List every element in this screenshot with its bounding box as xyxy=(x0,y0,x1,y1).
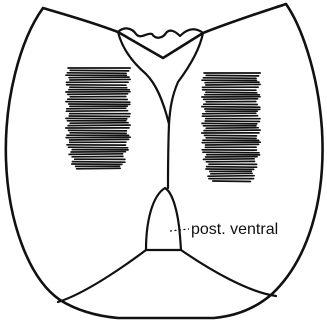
hatch-stroke xyxy=(206,84,260,85)
hatch-stroke xyxy=(205,135,257,136)
hatch-stroke xyxy=(67,108,126,109)
hatch-stroke xyxy=(77,168,121,169)
hatch-stroke xyxy=(203,152,259,153)
hatch-stroke xyxy=(67,73,126,74)
hatch-stroke xyxy=(206,128,258,129)
left-ventral-line xyxy=(58,250,146,302)
hatch-stroke xyxy=(204,130,260,131)
shell-outline xyxy=(6,4,323,318)
dorsal-plate xyxy=(118,28,203,124)
hatch-stroke xyxy=(70,70,128,71)
hatch-stroke xyxy=(202,123,257,124)
hatch-stroke xyxy=(203,78,256,79)
hatch-stroke xyxy=(206,138,256,139)
hatch-stroke xyxy=(206,144,259,145)
right-ventral-line xyxy=(181,250,276,296)
hatch-stroke xyxy=(206,75,258,76)
hatch-stroke xyxy=(205,82,259,83)
hatch-stroke xyxy=(211,173,252,174)
left-shaded-area xyxy=(66,68,130,169)
post-ventral-plate xyxy=(146,188,181,250)
hatch-stroke xyxy=(68,94,128,95)
hatch-stroke xyxy=(204,159,255,160)
hatch-stroke xyxy=(70,79,130,80)
hatch-stroke xyxy=(66,102,130,103)
hatch-stroke xyxy=(69,77,129,78)
hatch-stroke xyxy=(204,99,258,100)
hatch-stroke xyxy=(70,139,129,140)
hatch-stroke xyxy=(69,116,129,117)
hatch-stroke xyxy=(72,162,125,163)
hatch-stroke xyxy=(66,111,127,112)
hatch-stroke xyxy=(202,116,257,117)
hatch-stroke xyxy=(213,181,251,182)
hatch-stroke xyxy=(69,154,123,155)
hatch-stroke xyxy=(68,125,130,126)
hatch-stroke xyxy=(208,176,254,177)
hatch-stroke xyxy=(203,113,256,114)
hatch-stroke xyxy=(70,123,128,124)
hatch-stroke xyxy=(202,107,260,108)
hatch-stroke xyxy=(70,133,126,134)
hatch-stroke xyxy=(207,167,257,168)
hatch-stroke xyxy=(70,87,127,88)
hatch-stroke xyxy=(205,121,259,122)
post-ventral-label: post. ventral xyxy=(191,221,278,238)
hatch-stroke xyxy=(206,92,257,93)
hatch-stroke xyxy=(69,130,127,131)
right-shaded-area xyxy=(202,73,260,182)
hatch-stroke xyxy=(69,147,128,148)
hatch-stroke xyxy=(66,118,127,119)
midline xyxy=(168,124,169,188)
